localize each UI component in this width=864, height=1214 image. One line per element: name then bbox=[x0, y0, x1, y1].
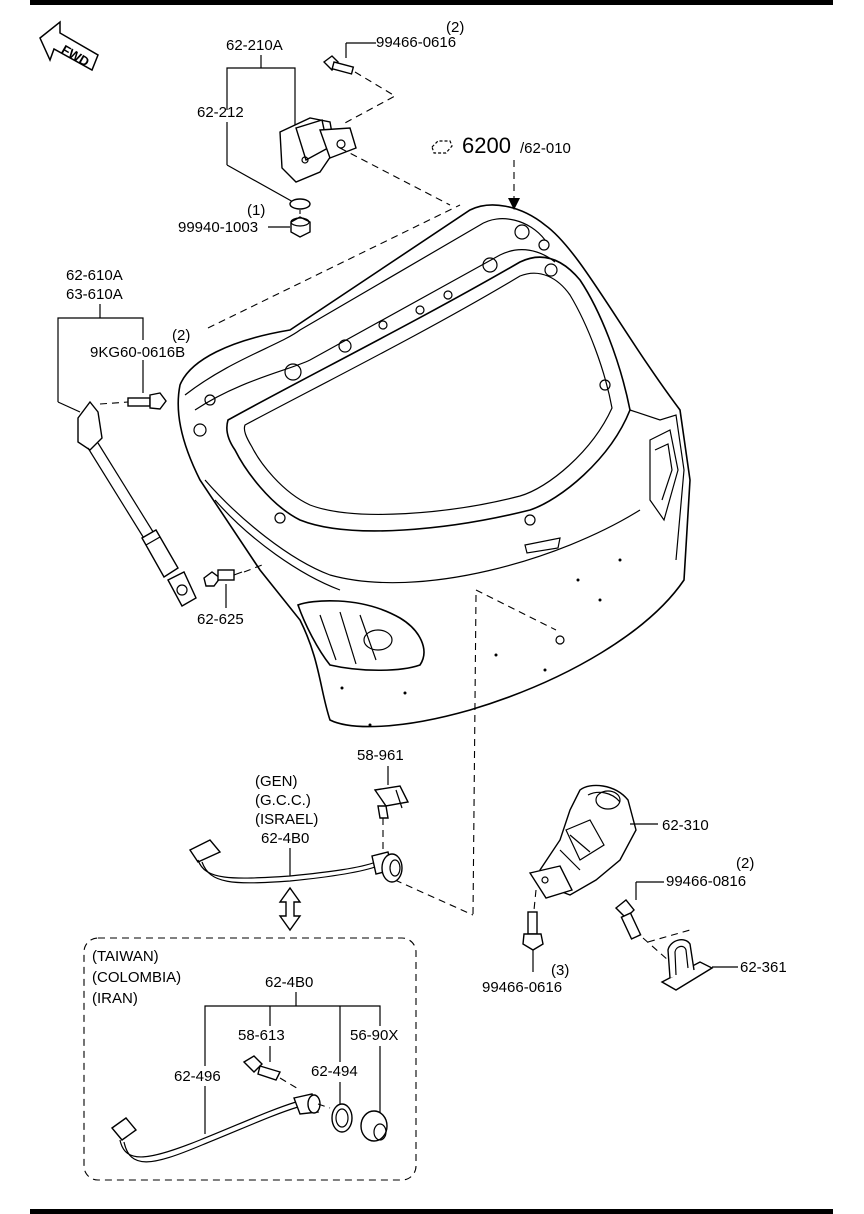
nut-qty: (1) bbox=[247, 202, 265, 219]
latch-bolt-lower-part bbox=[522, 911, 544, 951]
latch-bolt-lower-part-label: 99466-0616 bbox=[482, 979, 562, 996]
stud-part bbox=[203, 569, 243, 587]
latch-bolt-right-part-label: 99466-0816 bbox=[666, 873, 746, 890]
assembly-main-label: 6200 bbox=[462, 133, 511, 158]
strut-label-a: 62-610A bbox=[66, 267, 123, 284]
top-frame-bar bbox=[30, 0, 833, 5]
variant-market-1: (COLOMBIA) bbox=[92, 969, 181, 986]
variant-wire-label: 62-496 bbox=[174, 1068, 221, 1085]
variant-grommet-part bbox=[331, 1103, 353, 1133]
latch-part-label: 62-310 bbox=[662, 817, 709, 834]
harness-market-1: (G.C.C.) bbox=[255, 792, 311, 809]
variant-clip-bolt-part bbox=[242, 1055, 281, 1081]
latch-bolt-right-qty: (2) bbox=[736, 855, 754, 872]
strut-part bbox=[77, 400, 197, 607]
nut-part bbox=[290, 216, 311, 238]
variant-wire-part bbox=[110, 1093, 321, 1163]
strut-bolt-part bbox=[127, 392, 167, 410]
strut-bolt-part-label: 9KG60-0616B bbox=[90, 344, 185, 361]
clip-part-label: 58-961 bbox=[357, 747, 404, 764]
washer-part bbox=[289, 198, 311, 210]
nut-part-label: 99940-1003 bbox=[178, 219, 258, 236]
harness-market-0: (GEN) bbox=[255, 773, 298, 790]
harness-part bbox=[188, 839, 403, 884]
hinge-group-label: 62-210A bbox=[226, 37, 283, 54]
variant-clip-bolt-label: 58-613 bbox=[238, 1027, 285, 1044]
bolt-top-part-label: 99466-0616 bbox=[376, 34, 456, 51]
clip-part bbox=[373, 785, 410, 819]
latch-bolt-right-part bbox=[614, 899, 642, 940]
bottom-frame-bar bbox=[30, 1209, 833, 1214]
variant-cap-label: 56-90X bbox=[350, 1027, 398, 1044]
harness-part-label: 62-4B0 bbox=[261, 830, 309, 847]
variant-group-label: 62-4B0 bbox=[265, 974, 313, 991]
variant-market-2: (IRAN) bbox=[92, 990, 138, 1007]
alternate-arrow-icon bbox=[278, 886, 302, 932]
variant-box bbox=[83, 937, 417, 1181]
hinge-part bbox=[279, 117, 357, 183]
stud-part-label: 62-625 bbox=[197, 611, 244, 628]
strut-bolt-qty: (2) bbox=[172, 327, 190, 344]
harness-market-2: (ISRAEL) bbox=[255, 811, 318, 828]
striker-part-label: 62-361 bbox=[740, 959, 787, 976]
assembly-sub-label: /62-010 bbox=[520, 140, 571, 157]
hinge-part-label: 62-212 bbox=[197, 104, 244, 121]
striker-part bbox=[647, 929, 714, 991]
variant-cap-part bbox=[360, 1110, 388, 1142]
bolt-top-part bbox=[322, 55, 355, 75]
latch-bolt-lower-qty: (3) bbox=[551, 962, 569, 979]
latch-part bbox=[528, 784, 637, 899]
strut-label-b: 63-610A bbox=[66, 286, 123, 303]
bolt-top-qty: (2) bbox=[446, 19, 464, 36]
liftgate-body bbox=[177, 204, 691, 728]
fwd-arrow-icon: FWD bbox=[39, 20, 99, 72]
variant-grommet-label: 62-494 bbox=[311, 1063, 358, 1080]
variant-market-0: (TAIWAN) bbox=[92, 948, 159, 965]
assembly-ref-icon bbox=[431, 140, 453, 154]
